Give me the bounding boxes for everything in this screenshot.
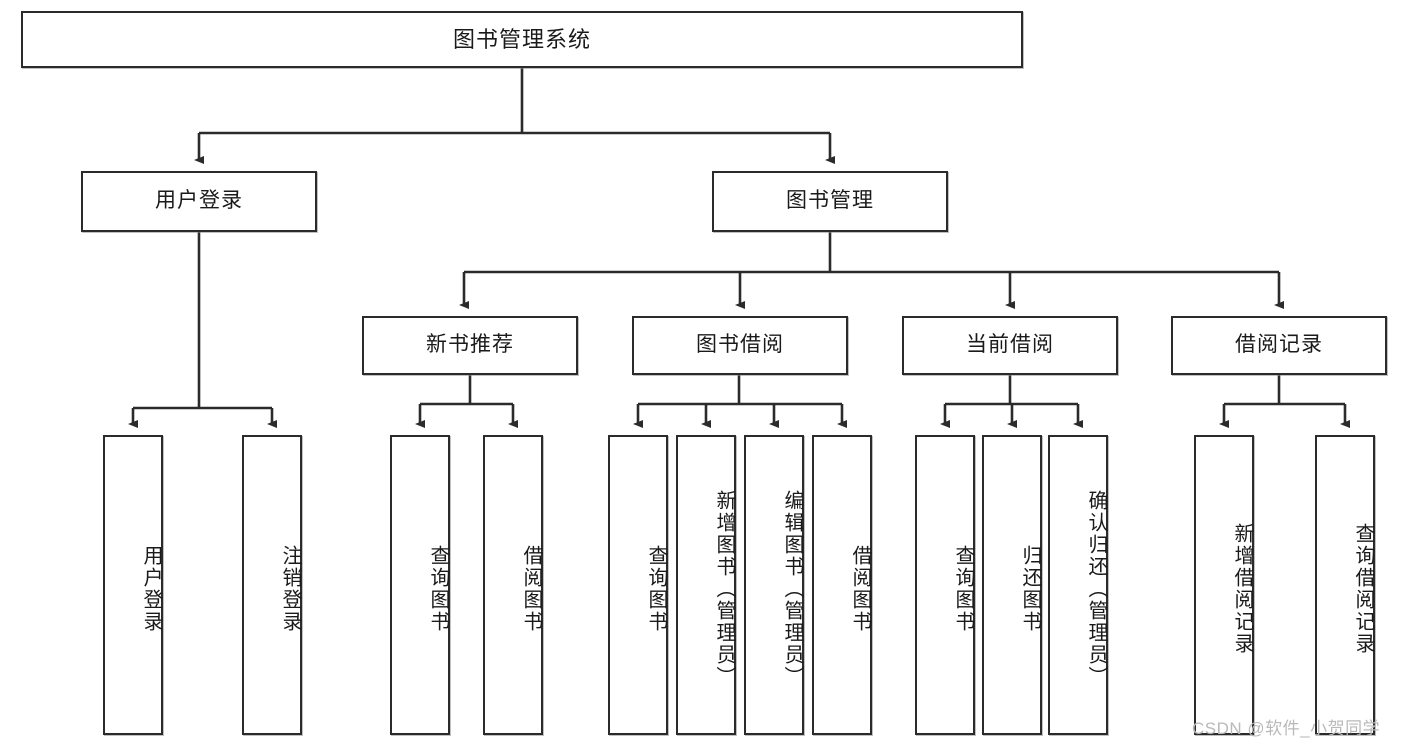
node-label: 借阅图书 — [849, 545, 871, 633]
node-label: 注销登录 — [279, 545, 301, 633]
leaf-borrow-book-recommend[interactable]: 借阅图书 — [483, 435, 543, 735]
node-label: 图书借阅 — [696, 333, 784, 357]
node-label: 借阅图书 — [520, 545, 542, 633]
node-label: 归还图书 — [1019, 545, 1041, 633]
node-current-borrow[interactable]: 当前借阅 — [902, 316, 1118, 375]
node-new-book-recommend[interactable]: 新书推荐 — [362, 316, 578, 375]
leaf-edit-book-admin[interactable]: 编辑图书（管理员） — [744, 435, 804, 735]
node-label: 借阅记录 — [1235, 333, 1323, 357]
node-book-manage[interactable]: 图书管理 — [712, 171, 948, 232]
node-label: 编辑图书（管理员） — [781, 490, 803, 688]
node-book-borrow[interactable]: 图书借阅 — [632, 316, 848, 375]
leaf-query-book-borrow[interactable]: 查询图书 — [608, 435, 668, 735]
node-label: 用户登录 — [155, 189, 243, 213]
node-label: 新增图书（管理员） — [713, 490, 735, 688]
node-label: 新书推荐 — [426, 333, 514, 357]
node-label: 确认归还（管理员） — [1085, 490, 1107, 688]
leaf-borrow-book[interactable]: 借阅图书 — [812, 435, 872, 735]
leaf-confirm-return-admin[interactable]: 确认归还（管理员） — [1048, 435, 1108, 735]
leaf-add-borrow-record[interactable]: 新增借阅记录 — [1194, 435, 1254, 735]
node-label: 新增借阅记录 — [1231, 523, 1253, 655]
node-label: 查询借阅记录 — [1352, 523, 1374, 655]
node-label: 当前借阅 — [966, 333, 1054, 357]
node-label: 查询图书 — [952, 545, 974, 633]
leaf-return-book[interactable]: 归还图书 — [982, 435, 1042, 735]
node-label: 图书管理系统 — [452, 26, 591, 52]
node-label: 查询图书 — [427, 545, 449, 633]
leaf-query-borrow-record[interactable]: 查询借阅记录 — [1315, 435, 1375, 735]
leaf-query-book-recommend[interactable]: 查询图书 — [390, 435, 450, 735]
leaf-user-login[interactable]: 用户登录 — [103, 435, 163, 735]
node-user-login[interactable]: 用户登录 — [81, 171, 317, 232]
node-root-book-management-system[interactable]: 图书管理系统 — [21, 11, 1023, 68]
leaf-add-book-admin[interactable]: 新增图书（管理员） — [676, 435, 736, 735]
node-label: 图书管理 — [786, 189, 874, 213]
node-label: 查询图书 — [645, 545, 667, 633]
leaf-query-book-current[interactable]: 查询图书 — [915, 435, 975, 735]
leaf-logout-login[interactable]: 注销登录 — [242, 435, 302, 735]
node-borrow-record[interactable]: 借阅记录 — [1171, 316, 1387, 375]
watermark: CSDN @软件_小贺同学 — [1192, 719, 1381, 738]
node-label: 用户登录 — [140, 545, 162, 633]
